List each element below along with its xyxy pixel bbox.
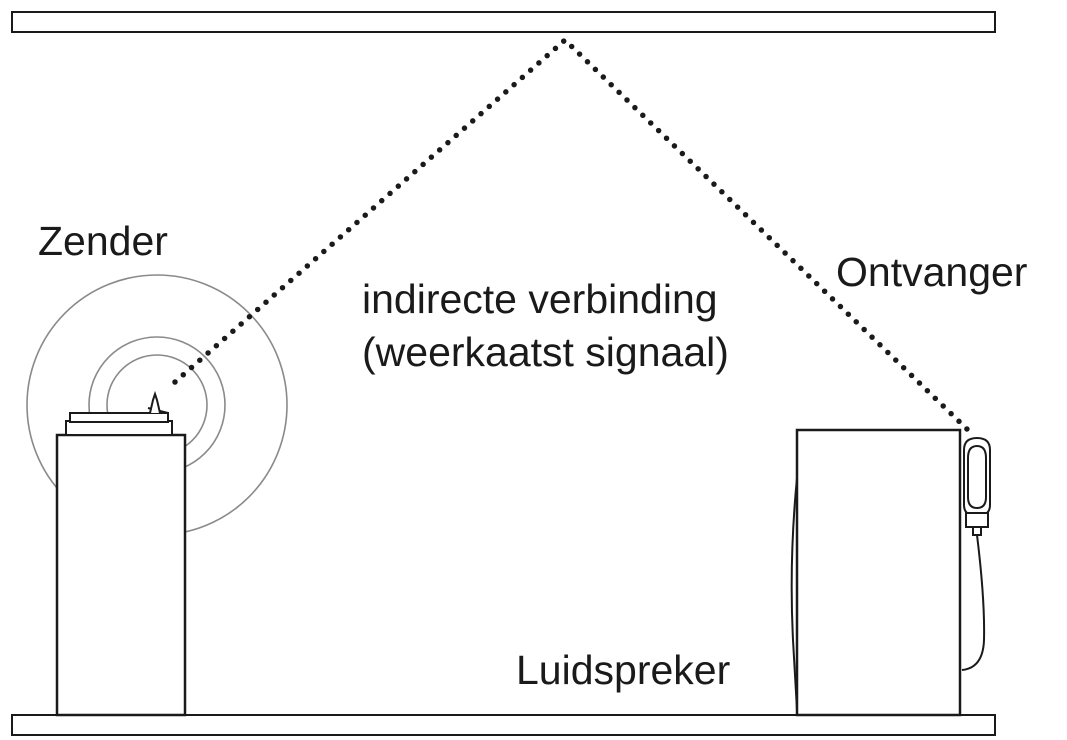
receiver-cable [961, 534, 986, 671]
receiver-device [963, 436, 991, 536]
loudspeaker-label: Luidspreker [516, 647, 730, 693]
floor [11, 714, 996, 736]
transmitter-label: Zender [38, 218, 168, 264]
ceiling [11, 11, 996, 33]
loudspeaker-box [795, 428, 962, 717]
transmitter-device [65, 390, 173, 436]
path-label-line2: (weerkaatst signaal) [362, 329, 729, 375]
loudspeaker-front-edge [790, 477, 798, 711]
transmitter-stand [55, 433, 187, 717]
reflected-signal-path [172, 36, 971, 433]
receiver-label: Ontvanger [836, 249, 1027, 295]
path-label-line1: indirecte verbinding [362, 276, 718, 322]
